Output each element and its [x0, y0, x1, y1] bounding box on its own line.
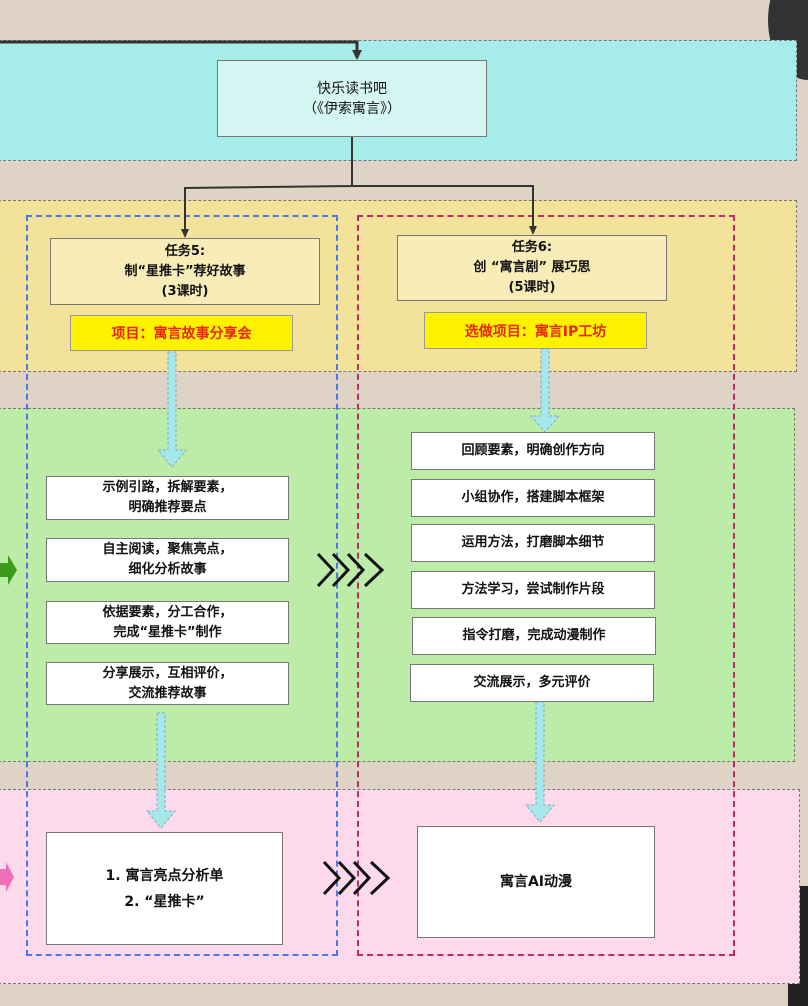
task5-step: 自主阅读，聚焦亮点， 细化分析故事: [46, 538, 289, 582]
task6-title: 任务6:: [511, 240, 553, 255]
flow-arrow-task5-project: [156, 351, 188, 468]
task5-project-label: 项目：寓言故事分享会: [70, 315, 293, 351]
arrow-into-top: [0, 40, 359, 58]
flow-arrow-task6-output: [524, 701, 556, 823]
task5-box: 任务5: 制“星推卡”荐好故事 (3课时): [50, 238, 320, 305]
chevrons-outputs: [322, 860, 391, 896]
task5-name: 制“星推卡”荐好故事: [124, 263, 246, 279]
task6-step: 方法学习，尝试制作片段: [411, 571, 655, 609]
task6-name: 创 “寓言剧” 展巧思: [473, 260, 591, 275]
task5-step: 依据要素，分工合作， 完成“星推卡”制作: [46, 601, 289, 644]
flow-arrow-task6-project: [529, 348, 561, 433]
task5-dashed-frame: [26, 215, 338, 956]
task6-step: 运用方法，打磨脚本细节: [411, 524, 655, 562]
task6-step: 指令打磨，完成动漫制作: [412, 617, 656, 655]
reading-title: 快乐读书吧: [317, 80, 387, 97]
flow-arrow-task5-output: [145, 712, 177, 829]
task5-hours: (3课时): [161, 283, 209, 299]
task6-project-label: 选做项目：寓言IP工坊: [424, 312, 647, 349]
task6-dashed-frame: [357, 215, 735, 956]
chevrons-activities: [316, 552, 385, 588]
task5-title: 任务5:: [164, 243, 206, 259]
reading-subtitle: （《伊索寓言》）: [303, 100, 401, 117]
task6-output: 寓言AI动漫: [417, 826, 655, 938]
task6-step: 交流展示，多元评价: [410, 664, 654, 702]
connector-to-task5: [184, 137, 353, 235]
task5-step: 分享展示，互相评价， 交流推荐故事: [46, 662, 289, 705]
task6-step: 回顾要素，明确创作方向: [411, 432, 655, 470]
connector-to-task6: [352, 185, 534, 232]
task5-step: 示例引路，拆解要素， 明确推荐要点: [46, 476, 289, 520]
task6-step: 小组协作，搭建脚本框架: [411, 479, 655, 517]
pink-arrow-icon: [0, 862, 14, 892]
green-arrow-icon: [0, 555, 17, 585]
task6-box: 任务6: 创 “寓言剧” 展巧思 (5课时): [397, 235, 667, 301]
reading-box: 快乐读书吧 （《伊索寓言》）: [217, 60, 487, 137]
task6-hours: (5课时): [508, 280, 556, 295]
task5-output: 1. 寓言亮点分析单 2. “星推卡”: [46, 832, 283, 945]
